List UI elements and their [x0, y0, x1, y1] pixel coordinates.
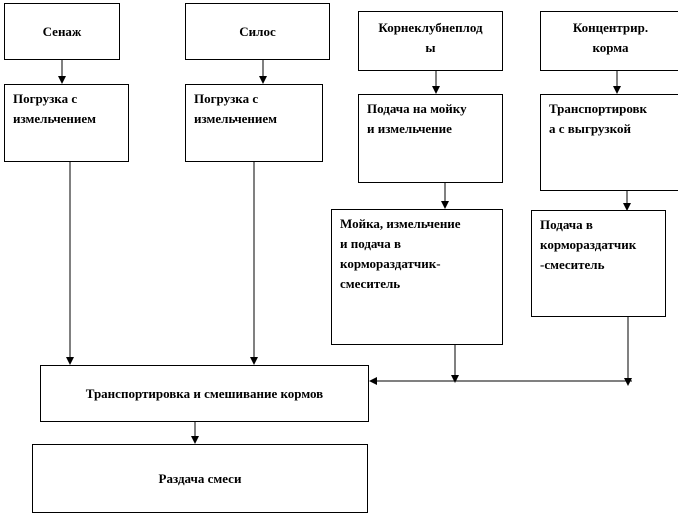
- node-load-chop-silos: Погрузка с измельчением: [185, 84, 323, 162]
- node-transport-mixing: Транспортировка и смешивание кормов: [40, 365, 369, 422]
- node-load-chop-senazh: Погрузка с измельчением: [4, 84, 129, 162]
- node-feed-into-mixer: Подача в кормораздатчик -смеситель: [531, 210, 666, 317]
- node-wash-chop-feed-mixer: Мойка, измельчение и подача в корморазда…: [331, 209, 503, 345]
- node-wash-chop-feed-mixer-label: Мойка, измельчение и подача в корморазда…: [340, 216, 461, 291]
- node-mixture-distribution-label: Раздача смеси: [158, 470, 242, 486]
- node-concentrates: Концентрир. корма: [540, 11, 678, 71]
- node-load-chop-senazh-label: Погрузка с измельчением: [13, 91, 97, 126]
- node-silos-label: Силос: [239, 23, 276, 39]
- node-silos: Силос: [185, 3, 330, 60]
- node-transport-mixing-label: Транспортировка и смешивание кормов: [85, 385, 324, 401]
- node-feed-into-mixer-label: Подача в кормораздатчик -смеситель: [540, 217, 637, 272]
- node-mixture-distribution: Раздача смеси: [32, 444, 368, 513]
- node-root-crops: Корнеклубнеплод ы: [358, 11, 503, 71]
- node-wash-feed-chop-label: Подача на мойку и измельчение: [367, 101, 467, 136]
- node-senazh: Сенаж: [4, 3, 120, 60]
- node-senazh-label: Сенаж: [42, 23, 82, 39]
- node-transport-unload: Транспортировк а с выгрузкой: [540, 94, 678, 191]
- node-transport-unload-label: Транспортировк а с выгрузкой: [549, 101, 648, 136]
- node-load-chop-silos-label: Погрузка с измельчением: [194, 91, 278, 126]
- node-wash-feed-chop: Подача на мойку и измельчение: [358, 94, 503, 183]
- node-root-crops-label: Корнеклубнеплод ы: [378, 20, 483, 55]
- node-concentrates-label: Концентрир. корма: [572, 20, 649, 55]
